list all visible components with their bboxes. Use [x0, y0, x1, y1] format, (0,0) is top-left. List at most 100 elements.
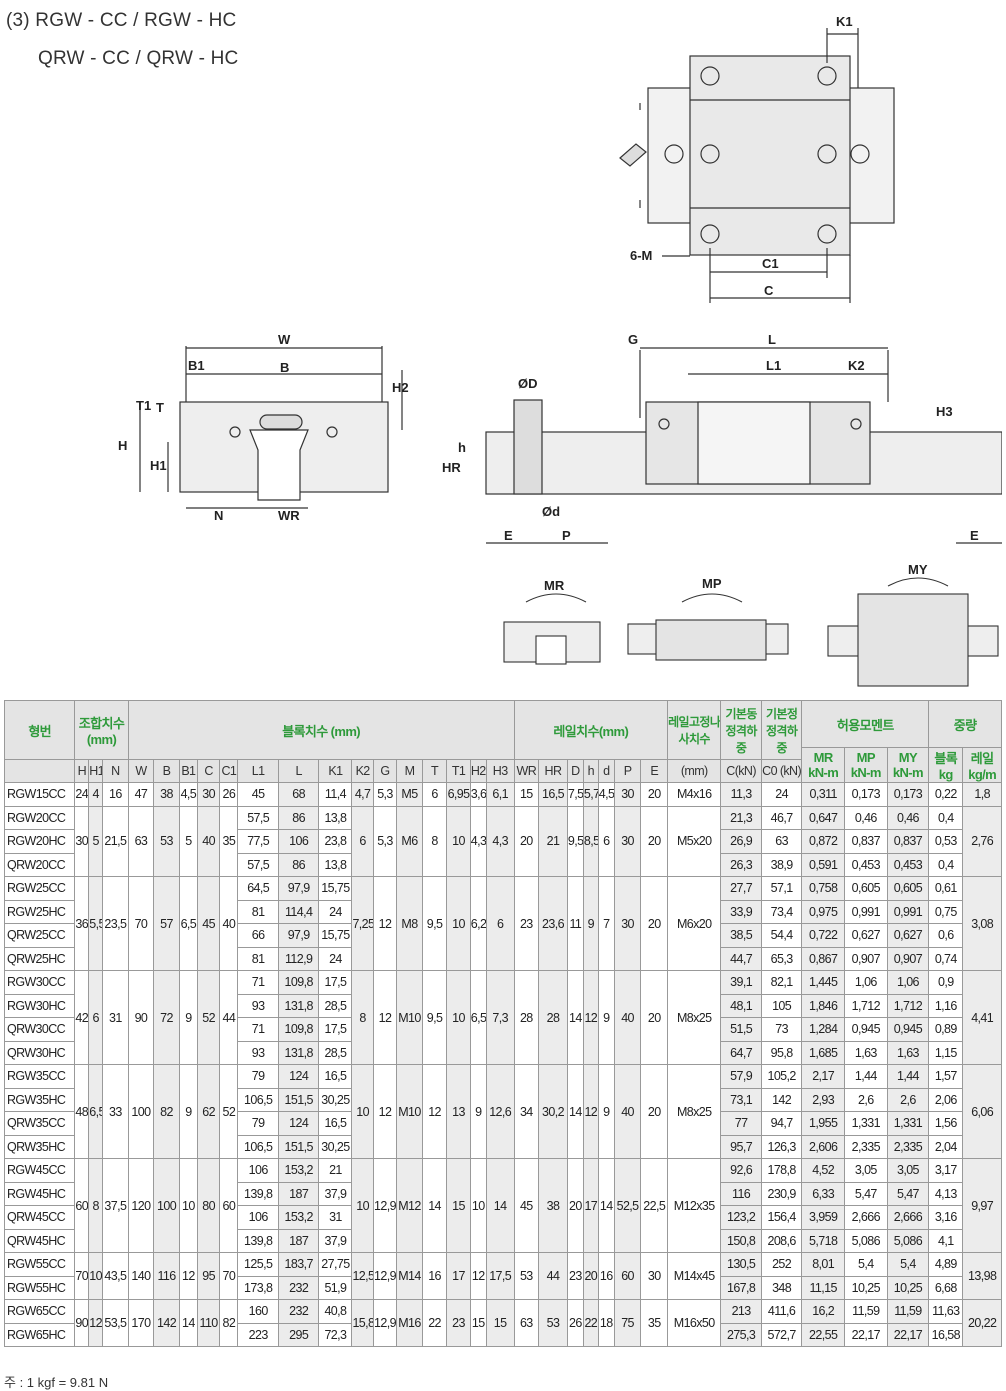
cell-assembly: 42: [74, 970, 90, 1065]
cell-block-dim: 4,3: [485, 805, 515, 877]
cell-l1: 93: [237, 993, 279, 1018]
cell-l: 153,2: [277, 1205, 320, 1230]
cell-block-dim: 12,9: [372, 1299, 398, 1347]
cell-l1: 71: [237, 970, 279, 995]
dim-h2: H2: [392, 380, 409, 395]
cell-block-weight: 2,06: [928, 1087, 964, 1112]
header-model-blank: [3, 759, 76, 783]
header-stat-unit: C0 (kN): [760, 759, 803, 783]
cell-rail-dim: 22: [582, 1299, 599, 1347]
cell-block-dim: 6,5: [469, 970, 487, 1065]
cell-rail-dim: 20: [640, 805, 669, 877]
cell-rail-dim: 45: [513, 1158, 540, 1253]
cell-dyn-load: 213: [720, 1299, 762, 1324]
cell-dyn-load: 44,7: [720, 946, 762, 971]
cell-block-weight: 0,74: [928, 946, 964, 971]
dim-6m: 6-M: [630, 248, 652, 263]
cell-assembly: 90: [74, 1299, 90, 1347]
cell-stat-load: 24: [760, 782, 803, 807]
col-header-h3: H3: [485, 759, 515, 783]
cell-assembly: 8: [88, 1158, 104, 1253]
cell-stat-load: 126,3: [760, 1134, 803, 1159]
front-view-drawing: W B1 B H2 T1 T H H1 N WR: [118, 332, 409, 523]
cell-l1: 106: [237, 1158, 279, 1183]
cell-my: 1,63: [886, 1040, 930, 1065]
cell-k1: 11,4: [318, 782, 353, 807]
cell-block-dim: 14: [421, 1158, 448, 1253]
cell-rail-weight: 20,22: [962, 1299, 1002, 1347]
cell-mp: 0,837: [844, 829, 888, 854]
cell-block-weight: 4,89: [928, 1252, 964, 1277]
cell-block-dim: 80: [196, 1158, 221, 1253]
cell-k1: 24: [318, 899, 353, 924]
cell-block-dim: M10: [396, 970, 423, 1065]
cell-block-dim: 57: [153, 876, 180, 971]
cell-k1: 16,5: [318, 1064, 353, 1089]
dim-e-left: E: [504, 528, 513, 543]
cell-k1: 30,25: [318, 1087, 353, 1112]
cell-rail-dim: 30: [613, 805, 642, 877]
cell-rail-dim: 20: [640, 876, 669, 971]
cell-stat-load: 208,6: [760, 1228, 803, 1253]
cell-assembly: 6: [88, 970, 104, 1065]
cell-model: RGW20HC: [3, 829, 76, 854]
col-header-t: T: [421, 759, 448, 783]
cell-l: 153,2: [277, 1158, 320, 1183]
cell-l1: 106,5: [237, 1134, 279, 1159]
cell-mp: 5,086: [844, 1228, 888, 1253]
cell-rail-dim: 23: [566, 1252, 584, 1300]
cell-rail-dim: 44: [538, 1252, 568, 1300]
col-header-c: C: [196, 759, 221, 783]
cell-block-dim: 140: [127, 1252, 155, 1300]
cell-mp: 22,17: [844, 1322, 888, 1347]
title-line-2: QRW - CC / QRW - HC: [38, 48, 239, 69]
cell-block-dim: 14: [485, 1158, 515, 1253]
header-mp-unit: kN-m: [850, 765, 882, 780]
cell-assembly: 24: [74, 782, 90, 807]
cell-rail-dim: 34: [513, 1064, 540, 1159]
cell-my: 0,837: [886, 829, 930, 854]
cell-mp: 0,453: [844, 852, 888, 877]
cell-l1: 57,5: [237, 852, 279, 877]
cell-dyn-load: 57,9: [720, 1064, 762, 1089]
cell-l1: 77,5: [237, 829, 279, 854]
cell-block-dim: 45: [196, 876, 221, 971]
cell-block-dim: 12,5: [351, 1252, 374, 1300]
header-my-unit: kN-m: [892, 765, 924, 780]
cell-stat-load: 38,9: [760, 852, 803, 877]
cell-mr: 6,33: [801, 1181, 845, 1206]
cell-block-dim: 12: [421, 1064, 448, 1159]
cell-model: RGW30HC: [3, 993, 76, 1018]
cell-my: 0,46: [886, 805, 930, 830]
cell-block-weight: 1,15: [928, 1040, 964, 1065]
cell-mp: 2,666: [844, 1205, 888, 1230]
cell-my: 0,605: [886, 876, 930, 901]
cell-block-dim: 6: [421, 782, 448, 807]
cell-block-dim: 6: [485, 876, 515, 971]
cell-k1: 40,8: [318, 1299, 353, 1324]
cell-rail-dim: 4,5: [597, 782, 615, 807]
cell-model: RGW25CC: [3, 876, 76, 901]
cell-block-weight: 0,4: [928, 805, 964, 830]
header-bolt-unit: (mm): [667, 759, 722, 783]
cell-block-dim: 13: [446, 1064, 471, 1159]
cell-dyn-load: 77: [720, 1111, 762, 1136]
table-row: RGW25CC365,523,570576,5454064,597,915,75…: [3, 876, 1002, 971]
cell-mp: 0,46: [844, 805, 888, 830]
cell-block-dim: 170: [127, 1299, 155, 1347]
cell-dyn-load: 150,8: [720, 1228, 762, 1253]
cell-l: 131,8: [277, 993, 320, 1018]
cell-block-dim: 100: [153, 1158, 180, 1253]
cell-mr: 2,93: [801, 1087, 845, 1112]
cell-rail-dim: 17: [582, 1158, 599, 1253]
cell-mp: 1,44: [844, 1064, 888, 1089]
cell-block-dim: M14: [396, 1252, 423, 1300]
cell-my: 1,06: [886, 970, 930, 995]
cell-block-dim: 17,5: [485, 1252, 515, 1300]
